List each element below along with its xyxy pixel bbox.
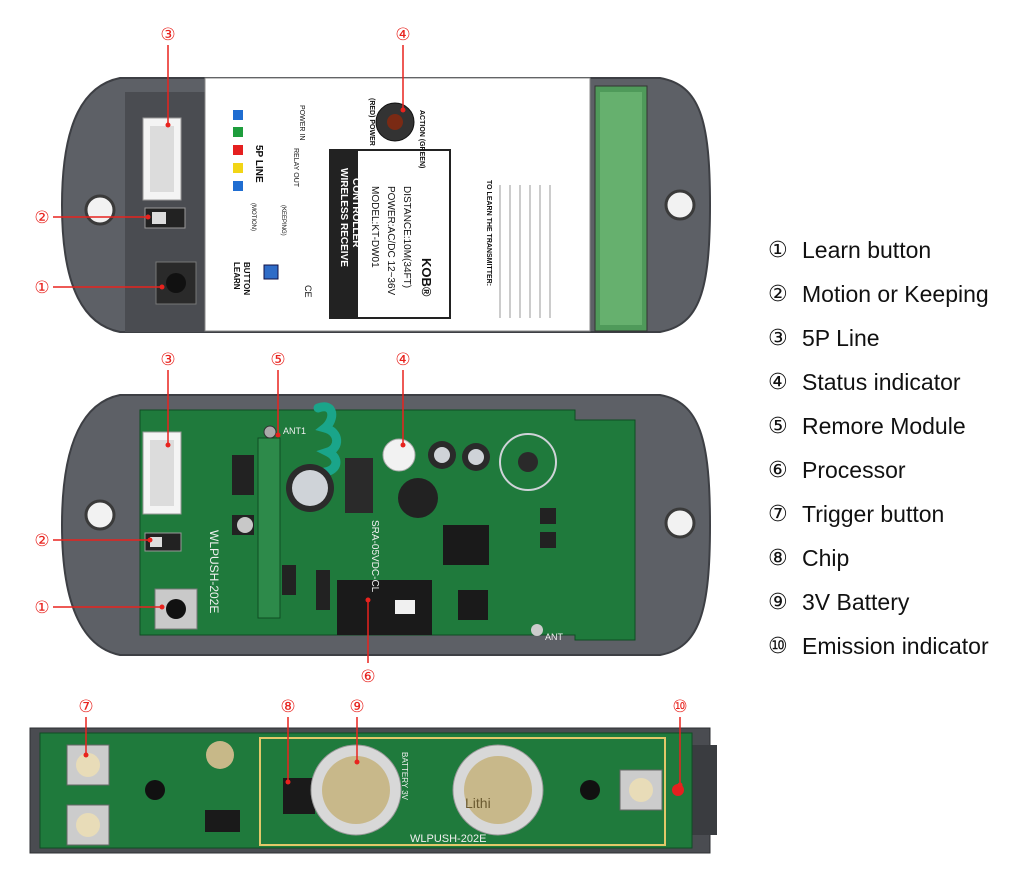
processor-ic [443, 525, 489, 565]
callout-5-mid: ⑤ [270, 350, 285, 370]
label-power-in: POWER IN [298, 105, 305, 140]
legend-label: Motion or Keeping [802, 280, 989, 307]
sticker-text: 5P LINE RELAY OUT POWER IN (MOTION) (KEE… [232, 98, 492, 298]
label-learn-title: TO LEARN THE TRANSMITTER: [485, 180, 492, 286]
legend-item-status-indicator: ④ Status indicator [768, 360, 1020, 404]
legend-label: Chip [802, 544, 850, 571]
legend-label: Processor [802, 456, 906, 483]
label-keeping: (KEEPING) [280, 205, 286, 236]
legend-number: ⑦ [768, 501, 788, 527]
legend-label: Trigger button [802, 500, 945, 527]
legend-number: ⑥ [768, 457, 788, 483]
transmitter-text: WLPUSH-202E BATTERY 3V Lithi [400, 752, 491, 845]
callout-4-top: ④ [395, 25, 410, 45]
callout-1-top: ① [34, 278, 49, 298]
legend-item-5p-line: ③ 5P Line [768, 316, 1020, 360]
callout-6-mid: ⑥ [360, 667, 375, 687]
legend-item-3v-battery: ⑨ 3V Battery [768, 580, 1020, 624]
label-red-power: (RED) POWER [368, 98, 375, 146]
callout-dots [83, 107, 683, 788]
sticker-instruction-lines [499, 185, 551, 318]
remote-module [257, 437, 281, 619]
status-led-pcb [382, 438, 416, 472]
callout-3-top: ③ [160, 25, 175, 45]
label-learn: LEARN [232, 262, 241, 290]
callout-2-mid: ② [34, 531, 49, 551]
callout-numbers: ③ ④ ② ① ③ ⑤ ④ ② ① ⑥ ⑦ ⑧ ⑨ ⑩ [34, 25, 687, 717]
legend-number: ② [768, 281, 788, 307]
label-title-1: WIRELESS RECEIVE [338, 168, 349, 267]
label-title-2: CONTROLLER [350, 178, 361, 248]
legend-label: Emission indicator [802, 632, 989, 659]
callout-2-top: ② [34, 208, 49, 228]
pcb-ant: ANT [545, 632, 564, 642]
pcb-relay-text: SRA-05VDC-CL [369, 520, 380, 593]
label-brand: KOB® [419, 258, 434, 297]
label-distance: DISTANCE:10M(34FT) [401, 186, 412, 288]
callout-1-mid: ① [34, 598, 49, 618]
legend-label: 3V Battery [802, 588, 910, 615]
mount-hole-left-2 [84, 499, 116, 531]
legend-item-remote-module: ⑤ Remore Module [768, 404, 1020, 448]
legend-item-trigger-button: ⑦ Trigger button [768, 492, 1020, 536]
label-power: POWER:AC/DC 12~36V [385, 186, 396, 296]
legend-label: Status indicator [802, 368, 961, 395]
legend-label: Remore Module [802, 412, 966, 439]
callout-lines [53, 45, 681, 785]
legend-number: ⑧ [768, 545, 788, 571]
label-relay-out: RELAY OUT [292, 148, 299, 188]
legend-item-processor: ⑥ Processor [768, 448, 1020, 492]
callout-4-mid: ④ [395, 350, 410, 370]
label-model: MODEL:KT-DW01 [369, 186, 380, 268]
pcb-ant1: ANT1 [283, 426, 306, 436]
legend-number: ④ [768, 369, 788, 395]
label-motion: (MOTION) [250, 203, 256, 231]
label-action-green: ACTION (GREEN) [418, 110, 425, 168]
legend-item-motion-or-keeping: ② Motion or Keeping [768, 272, 1020, 316]
label-5p-line: 5P LINE [253, 145, 264, 183]
legend-label: Learn button [802, 236, 932, 263]
legend-number: ⑤ [768, 413, 788, 439]
legend-number: ① [768, 237, 788, 263]
legend-number: ③ [768, 325, 788, 351]
label-button: BUTTON [242, 262, 251, 295]
legend-label: 5P Line [802, 324, 880, 351]
callout-8: ⑧ [280, 697, 295, 717]
mount-hole-left [84, 194, 116, 226]
callout-10: ⑩ [672, 697, 687, 717]
legend-item-chip: ⑧ Chip [768, 536, 1020, 580]
legend-item-learn-button: ① Learn button [768, 228, 1020, 272]
callout-3-mid: ③ [160, 350, 175, 370]
pcb-battery-text: BATTERY 3V [400, 752, 409, 801]
relay [337, 580, 432, 635]
pcb-board-mid: WLPUSH-202E [207, 530, 221, 613]
inductor [398, 478, 438, 518]
bottom-housing [29, 727, 717, 854]
pcb-lithium-text: Lithi [465, 795, 491, 811]
middle-housing [60, 394, 712, 656]
callout-9: ⑨ [349, 697, 364, 717]
mount-hole-right-2 [664, 507, 696, 539]
legend: ① Learn button ② Motion or Keeping ③ 5P … [768, 228, 1020, 668]
top-housing [60, 77, 712, 333]
mount-hole-right [664, 189, 696, 221]
legend-item-emission-indicator: ⑩ Emission indicator [768, 624, 1020, 668]
label-ce: CE [303, 285, 313, 298]
pcb-text: WLPUSH-202E SRA-05VDC-CL ANT ANT1 [207, 426, 564, 642]
legend-number: ⑨ [768, 589, 788, 615]
antenna-coil [313, 402, 342, 477]
pcb-board-bottom: WLPUSH-202E [410, 833, 486, 845]
legend-number: ⑩ [768, 633, 788, 659]
callout-7: ⑦ [78, 697, 93, 717]
